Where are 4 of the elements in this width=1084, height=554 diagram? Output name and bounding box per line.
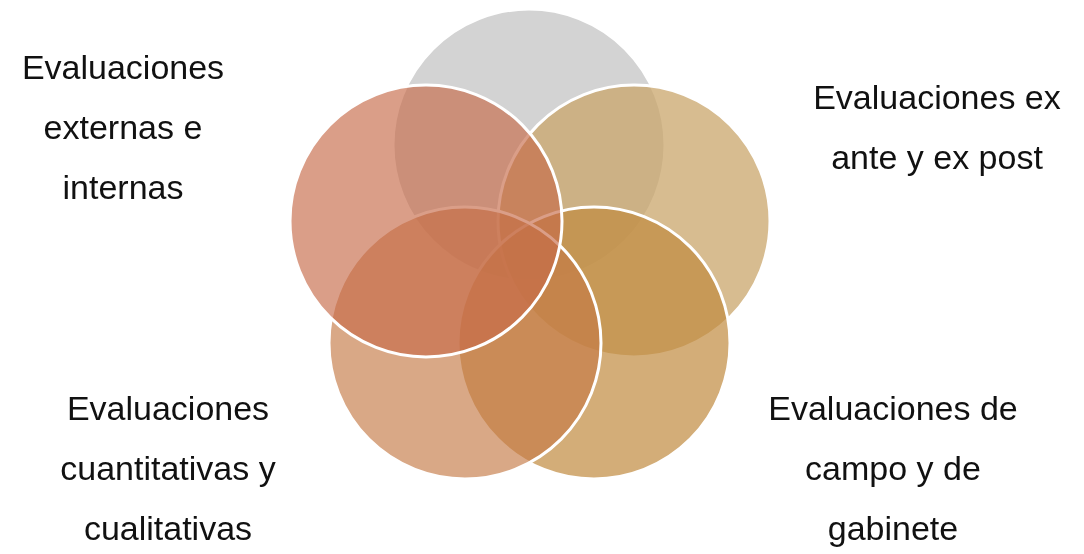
category-label: Evaluaciones externas e internas bbox=[20, 47, 226, 208]
category-label: Evaluaciones de campo y de gabinete bbox=[767, 388, 1019, 549]
category-label: Evaluaciones cuantitativas y cualitativas bbox=[59, 388, 277, 549]
category-label: Evaluaciones ex ante y ex post bbox=[812, 77, 1062, 178]
